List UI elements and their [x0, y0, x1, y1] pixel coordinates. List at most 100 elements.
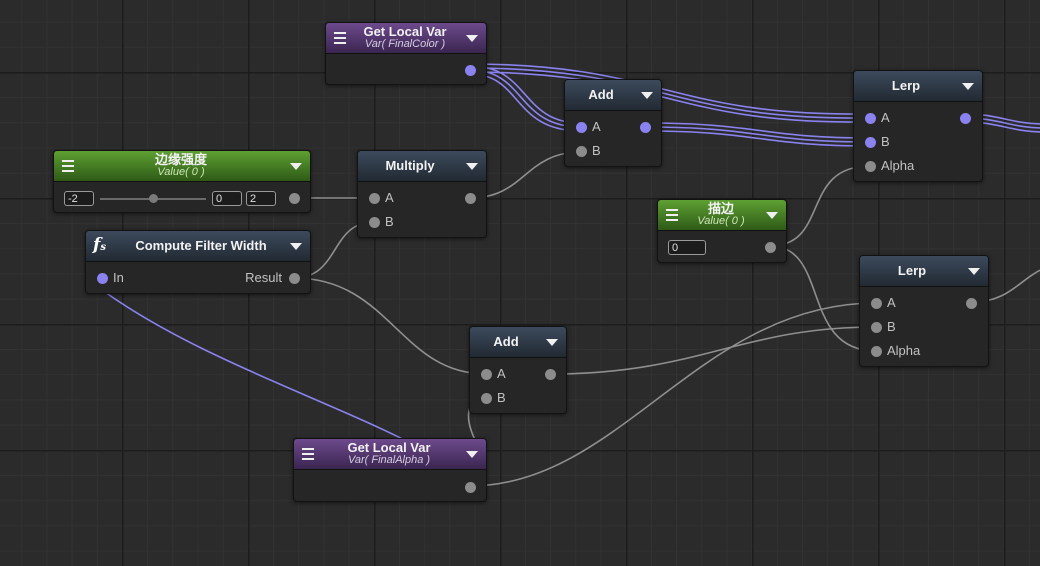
- node-multiply[interactable]: Multiply A B: [357, 150, 487, 238]
- node-edge-strength[interactable]: 边缘强度 Value( 0 ) -2 0 2: [53, 150, 311, 213]
- node-add-bottom[interactable]: Add A B: [469, 326, 567, 414]
- node-header[interactable]: 边缘强度 Value( 0 ): [54, 151, 310, 182]
- slider-max-field[interactable]: 2: [246, 191, 276, 206]
- value-field[interactable]: 0: [668, 240, 706, 255]
- node-lerp-bottom[interactable]: Lerp A B Alpha: [859, 255, 989, 367]
- port-label-a: A: [497, 366, 506, 381]
- node-header[interactable]: Add: [470, 327, 566, 358]
- output-port[interactable]: [966, 298, 977, 309]
- port-label-result: Result: [245, 270, 282, 285]
- menu-icon[interactable]: [334, 32, 346, 44]
- port-label-b: B: [592, 143, 601, 158]
- function-icon: fs: [93, 235, 106, 255]
- node-header[interactable]: Add: [565, 80, 661, 111]
- node-header[interactable]: Lerp: [860, 256, 988, 287]
- node-title-text: Get Local Var: [347, 440, 431, 455]
- node-add-top[interactable]: Add A B: [564, 79, 662, 167]
- node-title: Add: [588, 87, 614, 102]
- output-port-result[interactable]: [289, 273, 300, 284]
- port-label-b: B: [385, 214, 394, 229]
- node-title: Lerp: [897, 263, 927, 278]
- input-port-in[interactable]: [97, 273, 108, 284]
- dropdown-arrow-icon[interactable]: [546, 339, 558, 346]
- dropdown-arrow-icon[interactable]: [466, 451, 478, 458]
- node-title-text: Get Local Var: [363, 24, 447, 39]
- input-port-a[interactable]: [865, 113, 876, 124]
- output-port[interactable]: [289, 193, 300, 204]
- input-port-b[interactable]: [865, 137, 876, 148]
- output-port[interactable]: [640, 122, 651, 133]
- wire-finalcolor-to-lerp-a-3: [469, 71, 866, 123]
- menu-icon[interactable]: [62, 160, 74, 172]
- slider-value-field[interactable]: 0: [212, 191, 242, 206]
- node-title: Compute Filter Width: [135, 238, 267, 253]
- slider-min-field[interactable]: -2: [64, 191, 94, 206]
- input-port-a[interactable]: [871, 298, 882, 309]
- port-label-b: B: [887, 319, 896, 334]
- node-lerp-top[interactable]: Lerp A B Alpha: [853, 70, 983, 182]
- input-port-b[interactable]: [576, 146, 587, 157]
- node-title: 边缘强度 Value( 0 ): [76, 153, 286, 178]
- node-header[interactable]: 描边 Value( 0 ): [658, 200, 786, 231]
- port-label-a: A: [887, 295, 896, 310]
- node-title-text: 边缘强度: [154, 152, 207, 167]
- node-compute-filter-width[interactable]: fs Compute Filter Width In Result: [85, 230, 311, 294]
- node-subtitle: Value( 0 ): [157, 166, 205, 178]
- wire-add-to-lerp-b-1: [644, 122, 871, 139]
- input-port-a[interactable]: [576, 122, 587, 133]
- input-port-alpha[interactable]: [871, 346, 882, 357]
- input-port-alpha[interactable]: [865, 161, 876, 172]
- port-label-in: In: [113, 270, 124, 285]
- dropdown-arrow-icon[interactable]: [962, 83, 974, 90]
- node-title: 描边 Value( 0 ): [680, 202, 762, 227]
- port-label-alpha: Alpha: [881, 158, 915, 173]
- dropdown-arrow-icon[interactable]: [466, 163, 478, 170]
- node-header[interactable]: Lerp: [854, 71, 982, 102]
- node-outline[interactable]: 描边 Value( 0 ) 0: [657, 199, 787, 263]
- input-port-a[interactable]: [481, 369, 492, 380]
- node-header[interactable]: Get Local Var Var( FinalAlpha ): [294, 439, 486, 470]
- dropdown-arrow-icon[interactable]: [290, 243, 302, 250]
- port-label-alpha: Alpha: [887, 343, 921, 358]
- node-header[interactable]: fs Compute Filter Width: [86, 231, 310, 262]
- input-port-b[interactable]: [481, 393, 492, 404]
- output-port[interactable]: [465, 65, 476, 76]
- node-subtitle: Var( FinalColor ): [364, 38, 446, 50]
- port-label-b: B: [497, 390, 506, 405]
- wire-add-to-lerp-b-3: [644, 130, 871, 147]
- wire-add-to-lerp2-b: [549, 326, 877, 375]
- dropdown-arrow-icon[interactable]: [466, 35, 478, 42]
- menu-icon[interactable]: [302, 448, 314, 460]
- output-port[interactable]: [765, 242, 776, 253]
- node-title: Lerp: [891, 78, 921, 93]
- node-get-local-var-finalalpha[interactable]: Get Local Var Var( FinalAlpha ): [293, 438, 487, 502]
- node-header[interactable]: Get Local Var Var( FinalColor ): [326, 23, 486, 54]
- wire-cfw-in: [101, 289, 421, 449]
- wire-finalcolor-to-lerp-a-2: [469, 67, 866, 119]
- dropdown-arrow-icon[interactable]: [968, 268, 980, 275]
- output-port[interactable]: [960, 113, 971, 124]
- input-port-a[interactable]: [369, 193, 380, 204]
- node-header[interactable]: Multiply: [358, 151, 486, 182]
- node-get-local-var-finalcolor[interactable]: Get Local Var Var( FinalColor ): [325, 22, 487, 85]
- port-label-b: B: [881, 134, 890, 149]
- output-port[interactable]: [545, 369, 556, 380]
- node-title-text: 描边: [707, 201, 734, 216]
- dropdown-arrow-icon[interactable]: [290, 163, 302, 170]
- node-title: Get Local Var Var( FinalColor ): [348, 25, 462, 50]
- port-label-a: A: [385, 190, 394, 205]
- wire-finalcolor-to-lerp-a-1: [469, 63, 866, 115]
- input-port-b[interactable]: [369, 217, 380, 228]
- input-port-b[interactable]: [871, 322, 882, 333]
- menu-icon[interactable]: [666, 209, 678, 221]
- node-subtitle: Value( 0 ): [697, 215, 745, 227]
- output-port[interactable]: [465, 482, 476, 493]
- dropdown-arrow-icon[interactable]: [641, 92, 653, 99]
- dropdown-arrow-icon[interactable]: [766, 212, 778, 219]
- port-label-a: A: [881, 110, 890, 125]
- node-title: Multiply: [385, 158, 435, 173]
- slider-thumb[interactable]: [149, 194, 158, 203]
- node-title: Add: [493, 334, 519, 349]
- port-label-a: A: [592, 119, 601, 134]
- output-port[interactable]: [465, 193, 476, 204]
